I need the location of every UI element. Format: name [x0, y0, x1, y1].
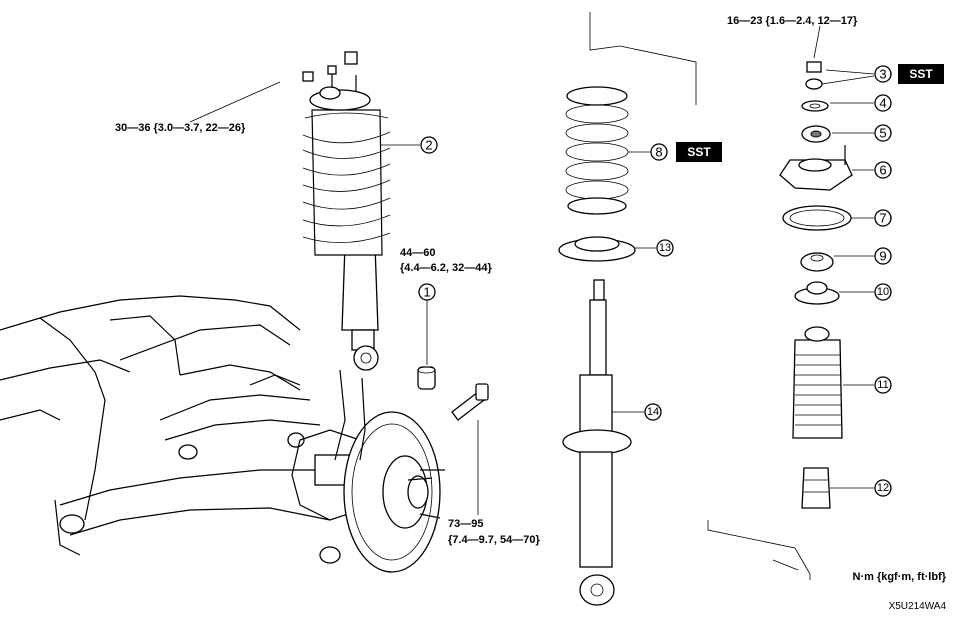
callout-9: 9 — [874, 247, 892, 265]
units-label: N·m {kgf·m, ft·lbf} — [853, 571, 947, 583]
callout-2-label: 2 — [425, 138, 432, 153]
sst-badge-top: SST — [898, 64, 944, 84]
sst-badge-spring: SST — [676, 142, 722, 162]
callout-4: 4 — [874, 94, 892, 112]
callout-11-label: 11 — [877, 379, 888, 391]
part-mount-6 — [779, 145, 853, 191]
sst-badge-top-label: SST — [909, 67, 933, 81]
callout-10-label: 10 — [877, 286, 889, 298]
callout-7-label: 7 — [879, 211, 886, 226]
torque-lower-bolt-1: 44—60 — [400, 247, 435, 259]
callout-1-label: 1 — [423, 285, 430, 300]
callout-6: 6 — [874, 161, 892, 179]
callout-6-label: 6 — [879, 163, 886, 178]
coil-spring — [565, 86, 629, 215]
part-washer-4 — [801, 100, 829, 112]
callout-5-label: 5 — [879, 126, 886, 141]
part-bump-stop-12 — [801, 467, 831, 509]
torque-top-right: 16—23 {1.6—2.4, 12—17} — [727, 15, 858, 27]
callout-3: 3 — [874, 65, 892, 83]
torque-mount-nuts: 30—36 {3.0—3.7, 22—26} — [115, 122, 246, 134]
callout-4-label: 4 — [879, 96, 886, 111]
part-bushing-9 — [800, 252, 834, 272]
callout-8-label: 8 — [655, 145, 662, 160]
callout-9-label: 9 — [879, 249, 886, 264]
callout-12-label: 12 — [877, 482, 889, 494]
callout-13-label: 13 — [659, 242, 671, 254]
callout-3-label: 3 — [879, 67, 886, 82]
callout-14: 14 — [644, 403, 662, 421]
part-seat-10 — [794, 281, 840, 305]
part-nut-3 — [805, 61, 823, 90]
spring-seat — [558, 236, 636, 262]
callout-7: 7 — [874, 209, 892, 227]
callout-5: 5 — [874, 124, 892, 142]
suspension-assembly — [0, 295, 489, 573]
callout-13: 13 — [656, 239, 674, 257]
sst-badge-spring-label: SST — [687, 145, 711, 159]
callout-12: 12 — [874, 479, 892, 497]
torque-lower-bolt-2: {4.4—6.2, 32—44} — [400, 262, 492, 274]
torque-knuckle-bolt-1: 73—95 — [448, 518, 483, 530]
callout-8: 8 — [650, 143, 668, 161]
bushing-part — [417, 366, 436, 390]
callout-1: 1 — [418, 283, 436, 301]
torque-knuckle-bolt-2: {7.4—9.7, 54—70} — [448, 534, 540, 546]
part-dust-boot-11 — [792, 326, 843, 439]
shock-absorber — [562, 279, 632, 606]
callout-11: 11 — [874, 376, 892, 394]
figure-code: X5U214WA4 — [889, 601, 947, 612]
callout-10: 10 — [874, 283, 892, 301]
callout-14-label: 14 — [647, 406, 659, 418]
part-bushing-5 — [801, 125, 831, 143]
knuckle-bolt — [451, 383, 489, 421]
part-gasket-7 — [782, 205, 852, 231]
callout-2: 2 — [420, 136, 438, 154]
strut-assembly — [302, 51, 391, 371]
